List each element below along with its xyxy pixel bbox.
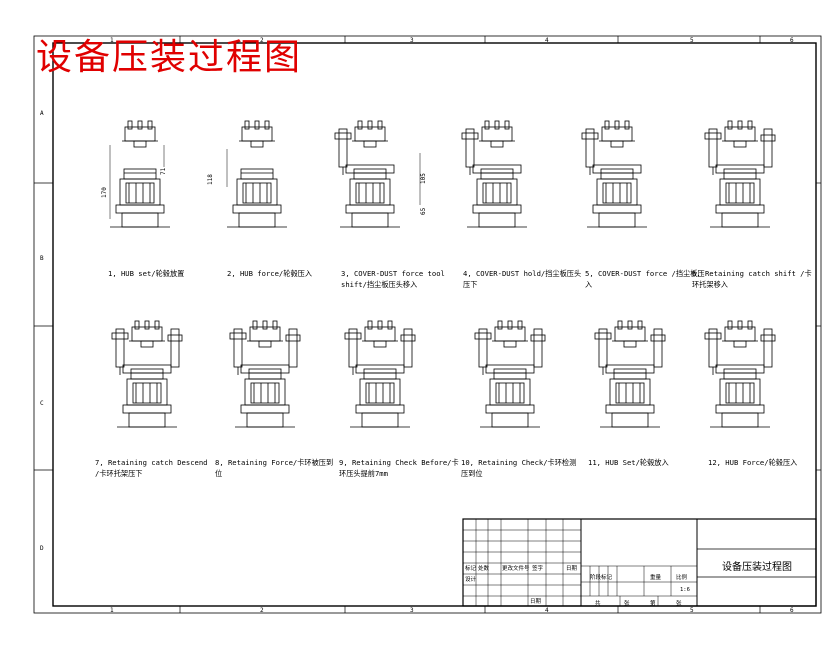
tb-label-count: 处数 xyxy=(478,566,490,572)
tb-label-sheet: 张 xyxy=(624,601,630,607)
zone-column-label: 3 xyxy=(410,607,414,614)
step-caption-7: 7, Retaining catch Descend /卡环托架压下 xyxy=(95,458,208,478)
zone-column-label: 4 xyxy=(545,607,549,614)
dimension-label: 105 xyxy=(420,173,427,184)
step-caption-5: 5, COVER-DUST force /挡尘板压入 xyxy=(585,269,705,289)
step-figure-11 xyxy=(594,320,666,428)
zone-column-label: 6 xyxy=(790,607,794,614)
step-figure-1 xyxy=(109,120,170,228)
tb-label-weight: 重量 xyxy=(650,575,662,581)
inner-frame xyxy=(52,42,817,607)
zone-column-label: 1 xyxy=(110,37,114,44)
dimension-label: 65 xyxy=(420,207,427,215)
zone-column-label: 5 xyxy=(690,37,694,44)
tb-label-change-doc: 更改文件号 xyxy=(502,566,530,572)
step-caption-8: 8, Retaining Force/卡环被压到位 xyxy=(215,458,334,478)
zone-column-label: 2 xyxy=(260,37,264,44)
step-caption-2: 2, HUB force/轮毂压入 xyxy=(227,269,313,278)
zone-column-label: 1 xyxy=(110,607,114,614)
step-figure-2 xyxy=(226,120,287,228)
step-caption-4: 4, COVER-DUST hold/挡尘板压头压下 xyxy=(463,269,582,289)
title-block xyxy=(462,518,817,607)
step-figure-7 xyxy=(111,320,183,428)
zone-row-label: C xyxy=(40,400,44,407)
tb-label-total: 共 xyxy=(595,601,601,607)
tb-label-mark: 标记 xyxy=(465,566,477,572)
step-figure-8 xyxy=(229,320,301,428)
tb-label-date: 日期 xyxy=(566,566,578,572)
step-caption-11: 11, HUB Set/轮毂放入 xyxy=(588,458,669,467)
step-figure-5 xyxy=(581,120,647,228)
zone-column-label: 6 xyxy=(790,37,794,44)
step-caption-12: 12, HUB Force/轮毂压入 xyxy=(708,458,798,467)
tb-label-ratio: 比例 xyxy=(676,575,688,581)
step-figure-4 xyxy=(461,120,527,228)
title-block-drawing-title: 设备压装过程图 xyxy=(722,562,792,573)
step-figure-12 xyxy=(704,320,776,428)
tb-label-no: 第 xyxy=(650,601,656,607)
step-caption-10: 10, Retaining Check/卡环检测压到位 xyxy=(461,458,577,478)
zone-column-label: 3 xyxy=(410,37,414,44)
zone-row-label: A xyxy=(40,110,44,117)
dimension-label: 118 xyxy=(207,174,214,185)
outer-frame xyxy=(33,35,822,614)
tb-label-date2: 日期 xyxy=(530,599,542,605)
step-caption-3: 3, COVER-DUST force tool shift/挡尘板压头移入 xyxy=(341,269,445,289)
step-figure-10 xyxy=(474,320,546,428)
step-caption-9: 9, Retaining Check Before/卡环压头提前7mm xyxy=(339,458,459,478)
tb-label-sign: 签字 xyxy=(532,566,544,572)
tb-label-stage: 阶段标记 xyxy=(590,575,613,581)
process-figures xyxy=(109,120,776,428)
dimension-label: 170 xyxy=(101,187,108,198)
zone-ticks xyxy=(34,36,821,613)
tb-label-design: 设计 xyxy=(465,577,477,583)
step-caption-1: 1, HUB set/轮毂放置 xyxy=(108,269,185,278)
step-figure-6 xyxy=(704,120,776,228)
zone-row-label: D xyxy=(40,545,44,552)
zone-row-label: B xyxy=(40,255,44,262)
dimension-label: 71 xyxy=(160,167,167,175)
zone-column-label: 2 xyxy=(260,607,264,614)
step-figure-3 xyxy=(334,120,421,228)
page-title: 设备压装过程图 xyxy=(36,37,303,78)
tb-label-sheet2: 张 xyxy=(676,601,682,607)
step-caption-6: 6, Retaining catch shift /卡环托架移入 xyxy=(692,269,812,289)
step-figure-9 xyxy=(344,320,416,428)
title-block-scale: 1:6 xyxy=(680,587,690,593)
zone-column-label: 5 xyxy=(690,607,694,614)
zone-column-label: 4 xyxy=(545,37,549,44)
